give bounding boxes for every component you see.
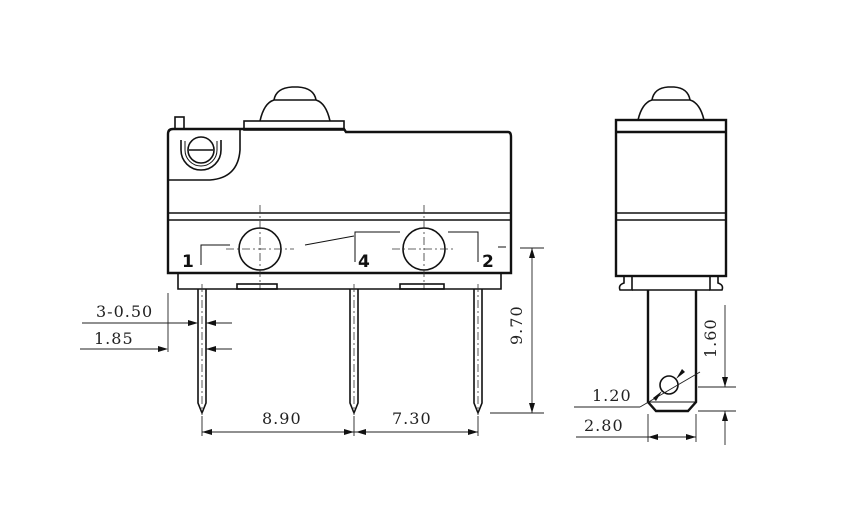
dim-text-pitch-4-2: 7.30 [392, 409, 432, 428]
terminal-pin-1 [197, 284, 207, 416]
switch-body [166, 127, 513, 275]
rivet-left [226, 205, 294, 290]
pin-label-2: 2 [482, 252, 494, 272]
mounting-hole [180, 136, 222, 171]
pin-label-4: 4 [358, 252, 370, 272]
dim-hole-offset: 1.60 [698, 305, 736, 445]
switch-base [177, 273, 502, 290]
rivet-right [392, 205, 456, 290]
side-terminal-tab [646, 290, 698, 413]
dim-text-thickness: 3-0.50 [96, 302, 153, 321]
tab-hole [659, 375, 679, 395]
dim-pitch: 8.90 7.30 [201, 409, 479, 436]
dim-tab-width: 2.80 [576, 414, 697, 442]
pin-label-1: 1 [182, 252, 194, 272]
dim-text-pitch-1-4: 8.90 [262, 409, 302, 428]
front-view: 1 4 2 3-0.50 [80, 86, 544, 436]
dim-text-width: 1.85 [94, 329, 134, 348]
dim-text-length: 9.70 [507, 305, 526, 345]
dim-hole-diameter: 1.20 [574, 369, 701, 408]
dim-pin-width: 1.85 [80, 293, 232, 352]
mounting-post [174, 116, 185, 130]
dim-pin-length: 9.70 [490, 247, 544, 414]
terminal-pin-4 [349, 284, 359, 416]
side-view: 1.20 2.80 1.60 [574, 86, 736, 445]
dim-pin-thickness: 3-0.50 [82, 302, 232, 326]
side-body [614, 118, 728, 278]
plunger [243, 86, 345, 131]
terminal-pin-2 [473, 284, 483, 416]
dim-text-hole-offset: 1.60 [701, 318, 720, 358]
dim-text-tab-width: 2.80 [584, 416, 624, 435]
dim-text-hole: 1.20 [592, 386, 632, 405]
